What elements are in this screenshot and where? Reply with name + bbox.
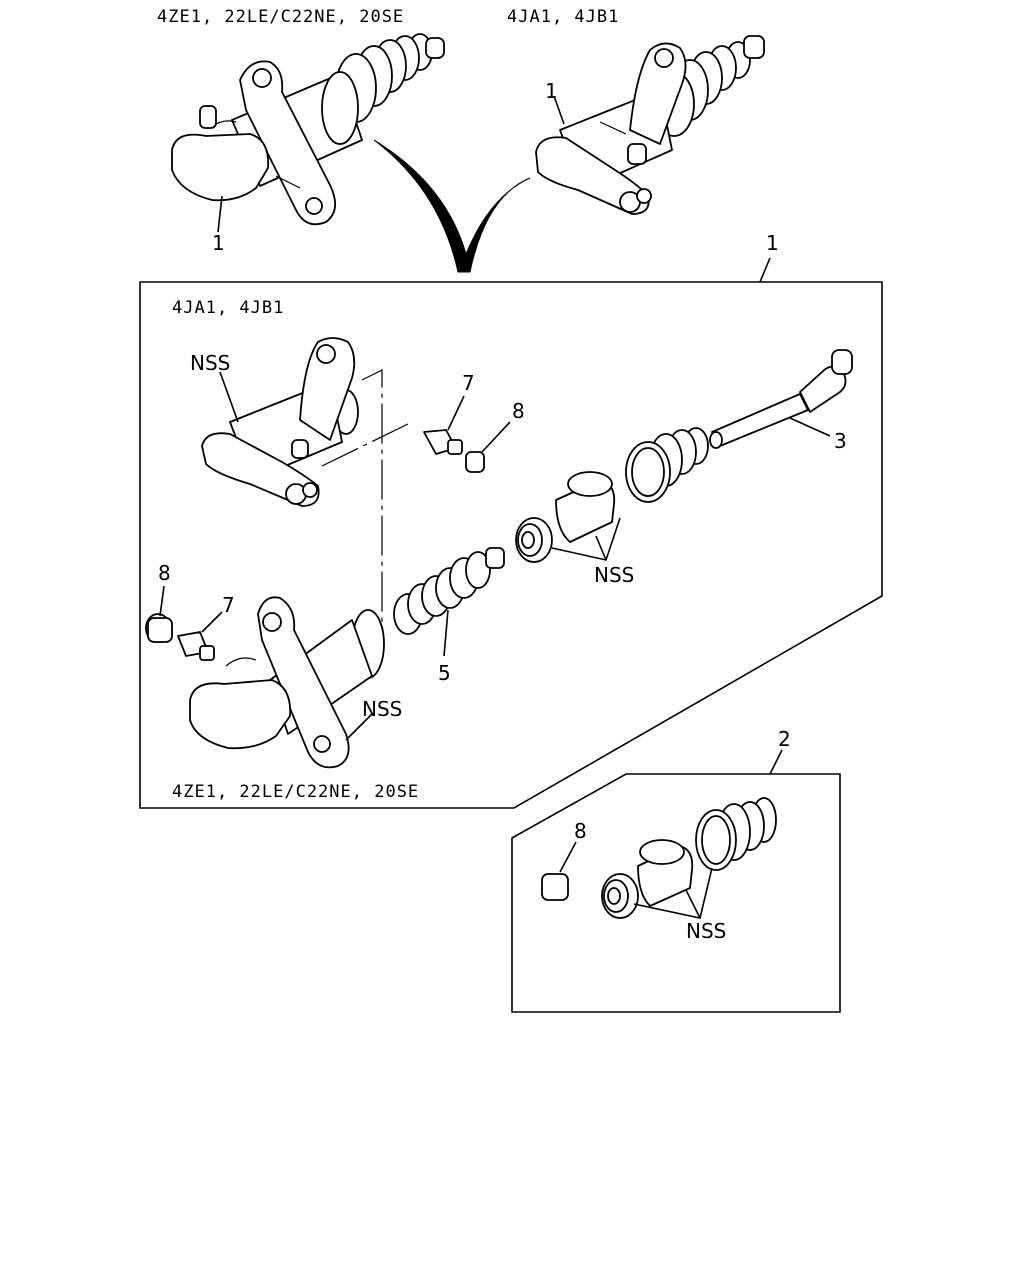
callout-spring: 5 [438,661,451,685]
piston-icon [637,839,694,907]
bleeder-screw-icon [423,429,463,455]
kit-box-1 [139,281,883,809]
callout-bleeder-top: 7 [462,371,475,395]
callout-nss-body-bottom: NSS [362,697,402,721]
kit-box-2 [511,773,841,1013]
bleeder-cap-icon [145,613,173,643]
callout-nss-seals: NSS [594,563,634,587]
boot-icon [625,427,709,503]
box1-header-top: 4JA1, 4JB1 [172,298,284,318]
callout-bleeder-bottom: 7 [222,593,235,617]
piston-icon [555,471,616,543]
callout-assembly-right: 1 [545,79,558,103]
callout-pushrod: 3 [834,429,847,453]
bleeder-cap-icon [541,873,569,901]
callout-cap-top: 8 [512,399,525,423]
cup-seal-icon [515,517,553,563]
bleeder-screw-icon [177,631,215,661]
callout-assembly-left: 1 [212,231,225,255]
cylinder-body-4ze1 [189,596,385,769]
assembly-top-left [171,33,445,226]
callout-cap-bottom: 8 [158,561,171,585]
callout-cap-box2: 8 [574,819,587,843]
box1-header-bottom: 4ZE1, 22LE/C22NE, 20SE [172,782,419,802]
assembly-top-right [535,35,765,215]
callout-nss-body-top: NSS [190,351,230,375]
bleeder-cap-icon [465,451,485,473]
boot-icon [695,797,777,871]
merge-arrow-icon [373,139,531,273]
cup-seal-icon [601,873,639,919]
pushrod-icon [709,349,853,449]
callout-box2: 2 [778,727,791,751]
callout-nss-box2: NSS [686,919,726,943]
return-spring-icon [393,547,505,635]
cylinder-body-4ja1 [201,337,359,507]
callout-box1: 1 [766,231,779,255]
header-top-right: 4JA1, 4JB1 [507,7,619,27]
header-top-left: 4ZE1, 22LE/C22NE, 20SE [157,7,404,27]
